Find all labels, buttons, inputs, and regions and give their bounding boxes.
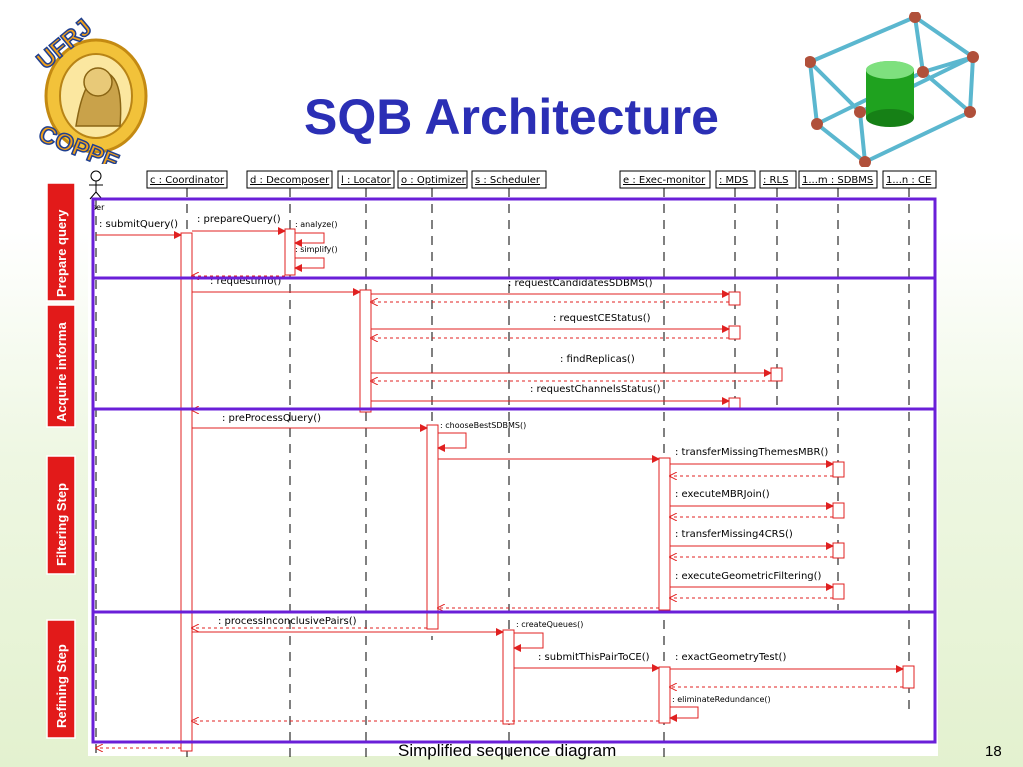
lifeline-decomposer: d : Decomposer: [250, 175, 330, 186]
call-arrows: [96, 227, 904, 673]
msg-request-candidates: : requestCandidatesSDBMS(): [508, 278, 653, 289]
step-filtering: Filtering Step: [54, 483, 69, 566]
msg-eliminate-redundance: : eliminateRedundance(): [672, 695, 771, 704]
msg-preprocess-query: : preProcessQuery(): [222, 413, 321, 424]
slide-title: SQB Architecture: [304, 89, 719, 145]
lifeline-sdbms: 1...m : SDBMS: [802, 175, 873, 186]
step-acquire-information: Acquire informa: [54, 322, 69, 422]
lifeline-coordinator: c : Coordinator: [150, 175, 225, 186]
cube-database-icon: [805, 12, 979, 167]
msg-transfer-missing-4crs: : transferMissing4CRS(): [675, 529, 793, 540]
msg-choose-best-sdbms: : chooseBestSDBMS(): [440, 421, 526, 430]
msg-request-channels-status: : requestChannelsStatus(): [530, 384, 661, 395]
step-labels: Prepare query Acquire informa Filtering …: [46, 182, 76, 739]
msg-request-info: : requestInfo(): [210, 276, 281, 287]
msg-analyze: : analyze(): [295, 220, 337, 229]
activation-bars: [180, 228, 915, 752]
msg-submit-query: : submitQuery(): [99, 219, 178, 230]
lifeline-locator: l : Locator: [341, 175, 392, 186]
lifeline-lines: [95, 188, 910, 760]
lifeline-scheduler: s : Scheduler: [475, 175, 541, 186]
step-prepare-query: Prepare query: [54, 209, 69, 297]
message-labels: : submitQuery() : prepareQuery() : analy…: [99, 214, 828, 704]
self-call-arrows: [294, 232, 699, 722]
lifeline-rls: : RLS: [763, 175, 788, 186]
lifeline-ce: 1...n : CE: [886, 175, 931, 186]
slide-caption: Simplified sequence diagram: [398, 741, 617, 760]
msg-process-inconclusive-pairs: : processInconclusivePairs(): [218, 616, 357, 627]
actor-label: ser: [92, 203, 105, 212]
msg-transfer-missing-themes: : transferMissingThemesMBR(): [675, 447, 828, 458]
msg-create-queues: : createQueues(): [516, 620, 583, 629]
msg-prepare-query: : prepareQuery(): [197, 214, 281, 225]
msg-execute-geometric-filtering: : executeGeometricFiltering(): [675, 571, 822, 582]
lifeline-exec-monitor: e : Exec-monitor: [623, 175, 706, 186]
msg-simplify: : simplify(): [295, 245, 338, 254]
msg-find-replicas: : findReplicas(): [560, 354, 635, 365]
page-number: 18: [985, 743, 1002, 760]
msg-submit-this-pair: : submitThisPairToCE(): [538, 652, 650, 663]
ufrj-coppe-logo: UFRJ COPPE: [34, 14, 148, 164]
step-frames: [91, 197, 937, 744]
msg-execute-mbr-join: : executeMBRJoin(): [675, 489, 770, 500]
lifeline-headers: c : Coordinator d : Decomposer l : Locat…: [146, 170, 937, 189]
lifeline-optimizer: o : Optimizer: [401, 175, 467, 186]
step-refining: Refining Step: [54, 644, 69, 728]
msg-request-ce-status: : requestCEStatus(): [553, 313, 651, 324]
msg-exact-geometry-test: : exactGeometryTest(): [675, 652, 786, 663]
user-actor: ser: [89, 170, 105, 212]
lifeline-mds: : MDS: [719, 175, 748, 186]
